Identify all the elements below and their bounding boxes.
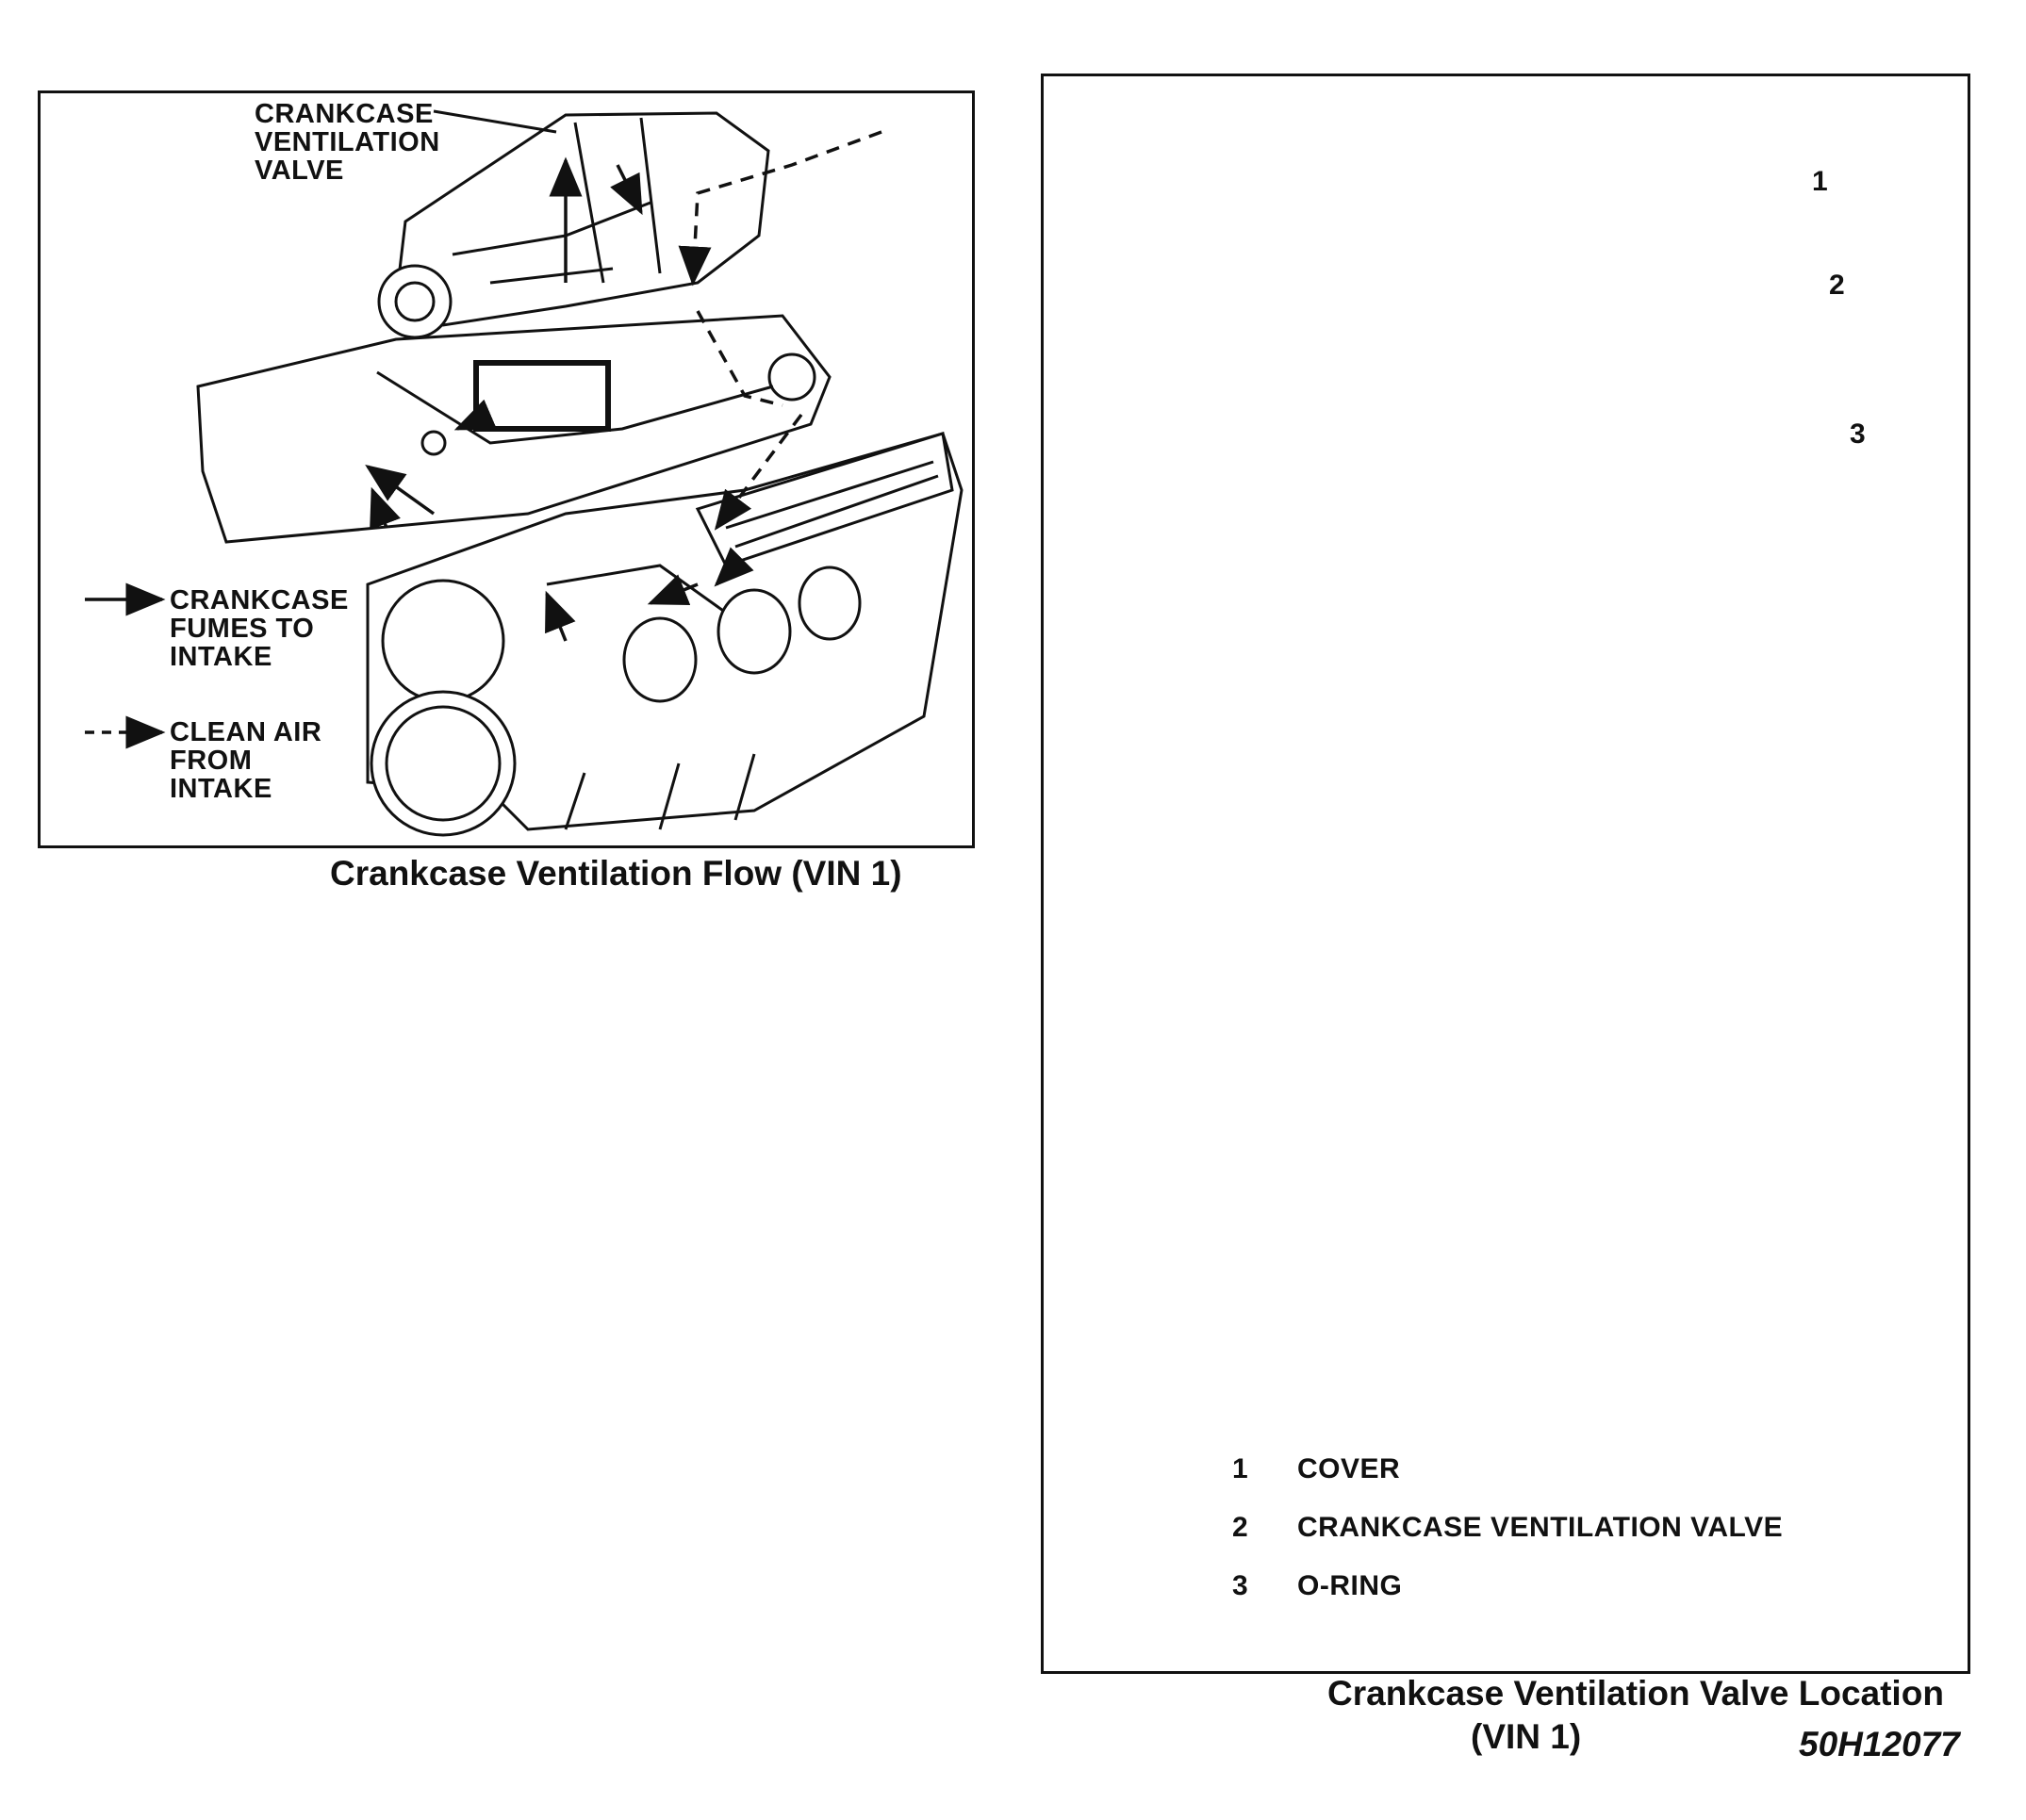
left-figure-caption: Crankcase Ventilation Flow (VIN 1) <box>330 854 902 893</box>
callout-crankcase-ventilation-valve: CRANKCASE VENTILATION VALVE <box>255 100 440 185</box>
right-figure-caption-vin: (VIN 1) <box>1471 1717 1582 1756</box>
legend-clean-air: CLEAN AIR FROM INTAKE <box>170 718 321 803</box>
callout-number-2: 2 <box>1829 270 1846 301</box>
callout-line: VENTILATION <box>255 127 440 157</box>
callout-number-3: 3 <box>1850 418 1867 450</box>
callout-line: CRANKCASE <box>255 99 434 129</box>
right-figure-caption: Crankcase Ventilation Valve Location <box>1327 1674 1944 1713</box>
callout-number-1: 1 <box>1812 166 1829 197</box>
legend-label: O-RING <box>1297 1570 1403 1601</box>
callout-line: CRANKCASE <box>170 585 349 615</box>
callout-line: FUMES TO <box>170 614 315 644</box>
callout-line: VALVE <box>255 156 344 186</box>
callout-line: INTAKE <box>170 774 272 804</box>
legend-label: COVER <box>1297 1453 1401 1484</box>
callout-line: CLEAN AIR <box>170 717 322 747</box>
legend-label: CRANKCASE VENTILATION VALVE <box>1297 1512 1784 1543</box>
callout-line: FROM <box>170 746 253 776</box>
callout-line: INTAKE <box>170 642 272 672</box>
legend-number: 2 <box>1232 1512 1248 1543</box>
legend-number: 3 <box>1232 1570 1248 1601</box>
figure-id: 50H12077 <box>1799 1725 1960 1763</box>
legend-crankcase-fumes: CRANKCASE FUMES TO INTAKE <box>170 586 349 671</box>
valve-location-figure-frame <box>1041 74 1970 1674</box>
legend-number: 1 <box>1232 1453 1248 1484</box>
